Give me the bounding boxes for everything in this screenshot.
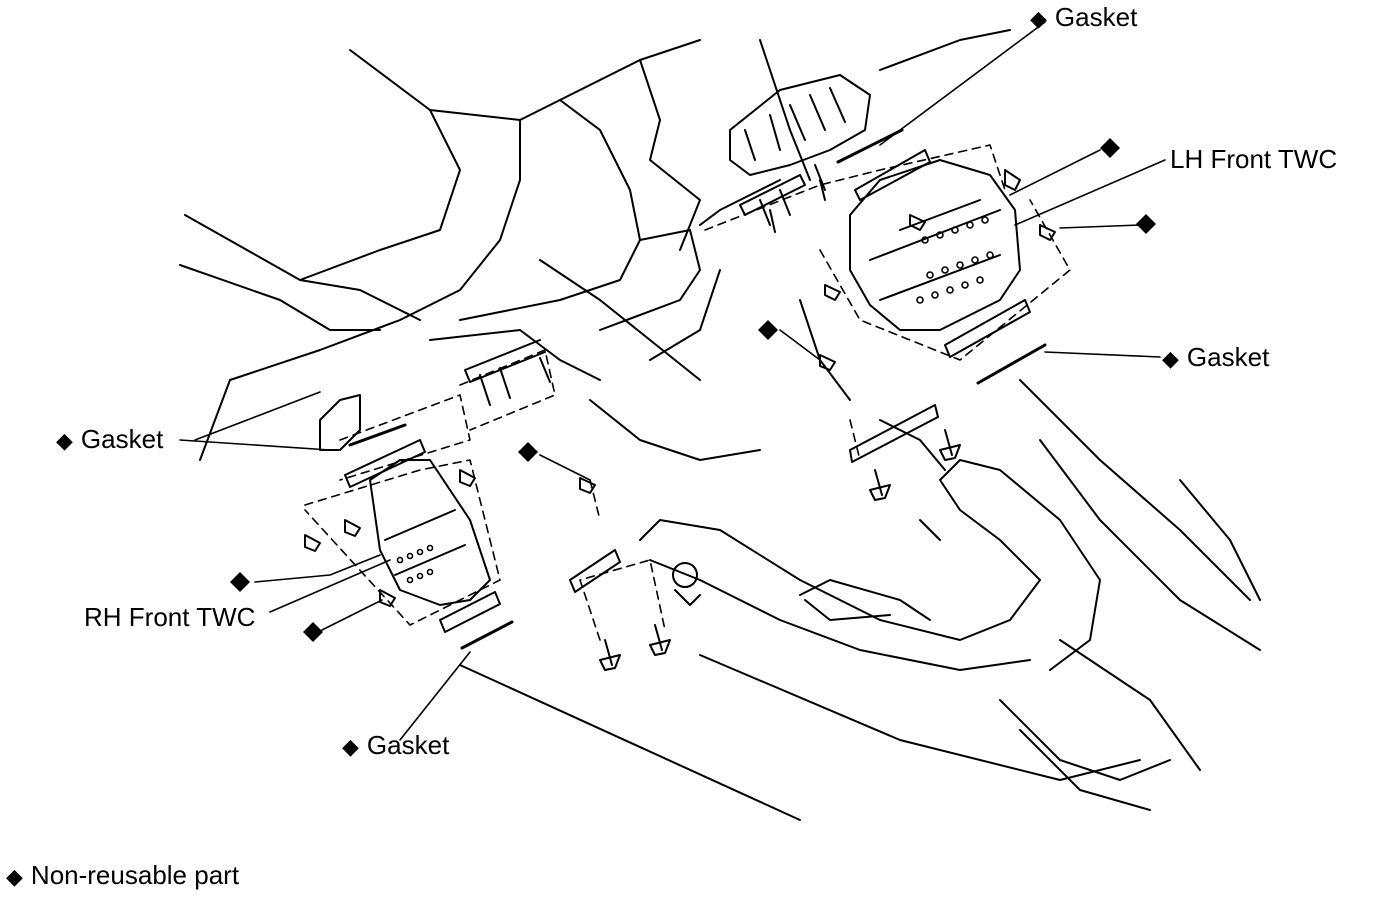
- callout-gasket-bottom-label: Gasket: [366, 730, 450, 760]
- callout-gasket-right-label: Gasket: [1186, 342, 1270, 372]
- callout-rh-front-twc: RH Front TWC: [84, 604, 255, 630]
- legend-text: Non-reusable part: [30, 860, 240, 890]
- callout-rh-front-twc-label: RH Front TWC: [84, 602, 256, 632]
- gaskets: [348, 128, 1047, 650]
- diamond-icon: ◆: [1162, 346, 1179, 371]
- front-exhaust-manifold-pipes: [319, 74, 871, 451]
- callout-lh-front-twc: LH Front TWC: [1170, 146, 1337, 172]
- callout-gasket-left-label: Gasket: [80, 424, 164, 454]
- lh-front-twc-shape: [824, 149, 1056, 358]
- diamond-mark: [758, 320, 778, 340]
- diamond-mark: [303, 622, 323, 642]
- bolts: [579, 179, 961, 671]
- non-reusable-markers: [230, 138, 1156, 642]
- callout-lh-front-twc-label: LH Front TWC: [1170, 144, 1338, 174]
- legend: ◆ Non-reusable part: [6, 862, 239, 888]
- diamond-mark: [518, 442, 538, 462]
- underbody-frame: [179, 29, 1261, 821]
- callout-gasket-top: ◆ Gasket: [1030, 4, 1137, 30]
- callout-gasket-left: ◆ Gasket: [56, 426, 163, 452]
- callout-gasket-bottom: ◆ Gasket: [342, 732, 449, 758]
- rh-front-twc-shape: [304, 439, 501, 633]
- diamond-icon: ◆: [56, 428, 73, 453]
- diamond-icon: ◆: [6, 864, 23, 889]
- leader-lines: [179, 21, 1166, 741]
- diamond-mark: [230, 572, 250, 592]
- alignment-dashes: [304, 144, 1071, 641]
- diamond-mark: [1100, 138, 1120, 158]
- diamond-icon: ◆: [342, 734, 359, 759]
- callout-gasket-top-label: Gasket: [1054, 2, 1138, 32]
- diamond-icon: ◆: [1030, 6, 1047, 31]
- callout-gasket-right: ◆ Gasket: [1162, 344, 1269, 370]
- diamond-mark: [1136, 214, 1156, 234]
- exhaust-pipe: [569, 404, 1171, 811]
